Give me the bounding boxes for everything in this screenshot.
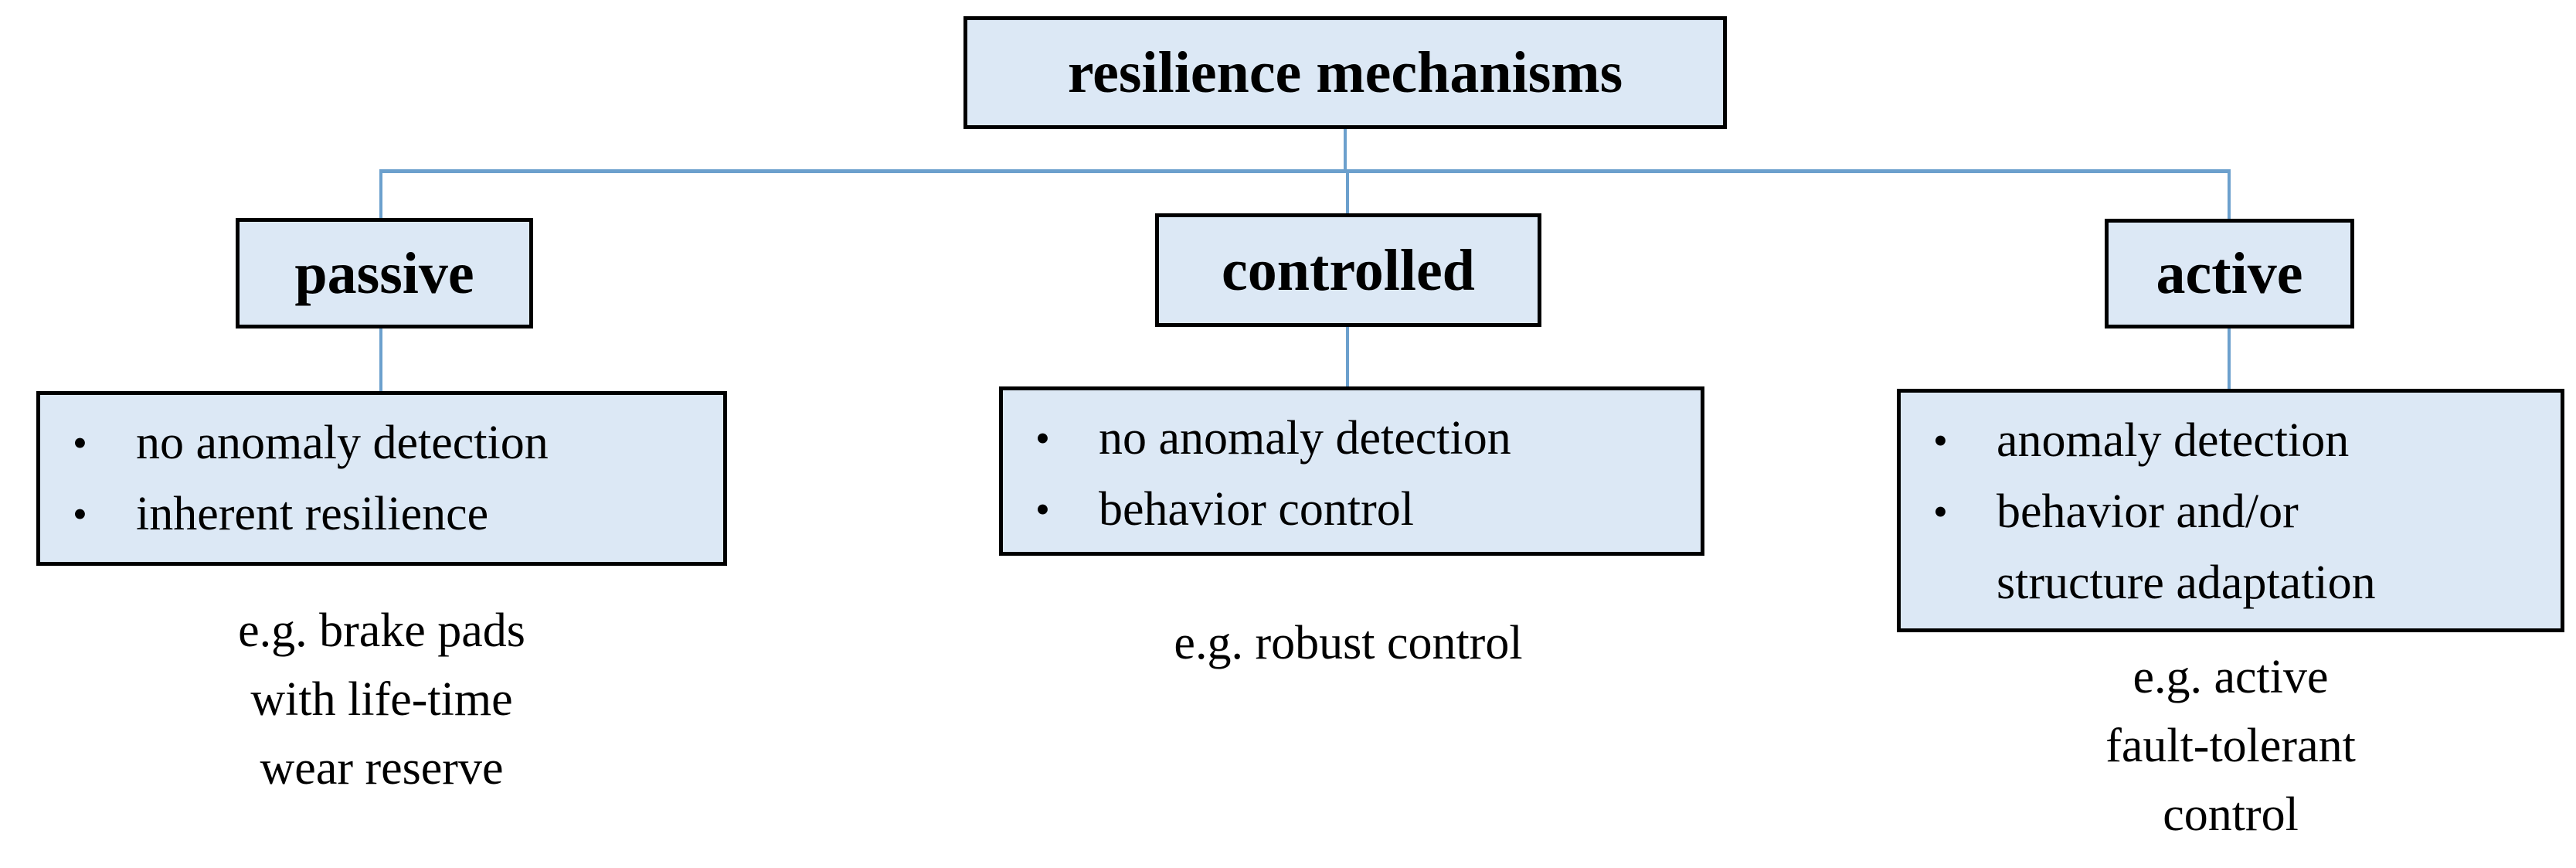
controlled-example-text: e.g. robust control xyxy=(1174,617,1523,669)
active-bullet-2-text: behavior and/or structure adaptation xyxy=(1997,485,2376,609)
active-detail-box: • anomaly detection • behavior and/or st… xyxy=(1897,389,2564,632)
bullet-icon: • xyxy=(1035,486,1050,533)
connector-root-stem xyxy=(1344,129,1347,173)
passive-example-text: e.g. brake pads with life-time wear rese… xyxy=(238,604,525,795)
active-bullet-1: • anomaly detection xyxy=(1933,405,2542,476)
connector-passive-upper xyxy=(379,173,382,218)
bullet-icon: • xyxy=(1933,417,1948,464)
controlled-bullet-2-text: behavior control xyxy=(1099,483,1415,536)
bullet-icon: • xyxy=(1035,415,1050,461)
bullet-icon: • xyxy=(73,420,87,466)
controlled-node-box: controlled xyxy=(1155,213,1541,327)
controlled-node-label: controlled xyxy=(1222,237,1475,303)
passive-bullet-2: • inherent resilience xyxy=(73,478,705,550)
connector-active-lower xyxy=(2228,328,2231,389)
passive-bullet-2-text: inherent resilience xyxy=(136,488,489,540)
passive-bullet-1: • no anomaly detection xyxy=(73,407,705,478)
bullet-icon: • xyxy=(73,491,87,537)
active-node-box: active xyxy=(2105,219,2354,328)
connector-passive-lower xyxy=(379,328,382,391)
passive-bullet-1-text: no anomaly detection xyxy=(136,417,549,469)
active-example-text: e.g. active fault-tolerant control xyxy=(2105,651,2356,841)
active-node-label: active xyxy=(2156,241,2303,306)
passive-detail-box: • no anomaly detection • inherent resili… xyxy=(36,391,727,566)
active-bullet-1-text: anomaly detection xyxy=(1997,414,2350,467)
connector-controlled-lower xyxy=(1346,327,1349,386)
controlled-bullet-1: • no anomaly detection xyxy=(1035,403,1682,474)
controlled-bullet-1-text: no anomaly detection xyxy=(1099,412,1511,465)
connector-active-upper xyxy=(2228,173,2231,219)
root-node-box: resilience mechanisms xyxy=(963,16,1727,129)
controlled-bullet-2: • behavior control xyxy=(1035,474,1682,545)
bullet-icon: • xyxy=(1933,488,1948,535)
active-bullet-2: • behavior and/or structure adaptation xyxy=(1933,476,2542,618)
connector-horizontal-bar xyxy=(379,169,2231,173)
root-node-label: resilience mechanisms xyxy=(1067,40,1623,105)
connector-controlled-upper xyxy=(1346,173,1349,213)
passive-node-label: passive xyxy=(294,240,474,306)
passive-node-box: passive xyxy=(236,218,533,328)
controlled-detail-box: • no anomaly detection • behavior contro… xyxy=(999,386,1704,556)
